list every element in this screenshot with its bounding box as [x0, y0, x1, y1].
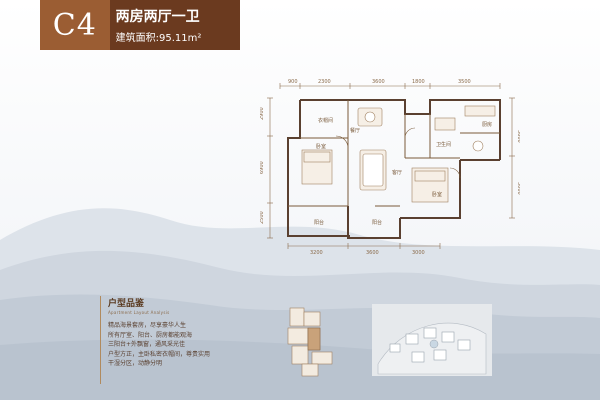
unit-info-block: 两房两厅一卫 建筑面积:95.11m²: [109, 0, 240, 50]
dim-top-3: 3600: [372, 79, 385, 85]
room-bath: 卫生间: [436, 141, 451, 148]
dim-left-3: 2500: [260, 211, 265, 224]
room-living: 客厅: [392, 169, 402, 176]
unit-badge: C4 两房两厅一卫 建筑面积:95.11m²: [40, 0, 240, 50]
dim-top-5: 3500: [458, 79, 471, 85]
room-cloakroom: 衣帽间: [318, 117, 333, 124]
dim-right-1: 3600: [516, 130, 520, 143]
unit-code: C4: [52, 7, 97, 43]
room-dining: 餐厅: [350, 127, 360, 134]
room-bedroom-left: 卧室: [316, 143, 326, 150]
dim-top-1: 900: [288, 79, 298, 85]
analysis-subtitle: Apartment Layout Analysis: [108, 310, 170, 315]
dim-right-2: 3000: [516, 182, 520, 195]
room-balcony-left: 阳台: [314, 219, 324, 226]
floor-plan: 900 2300 3600 1800 3500 3200 3600 3000 2…: [260, 79, 520, 256]
dim-bottom-3: 3000: [412, 250, 425, 256]
dim-top-2: 2300: [318, 79, 331, 85]
dim-left-1: 2900: [260, 107, 265, 120]
analysis-description: 精品海景套房，尽享豪华人生 所有厅室、阳台、厨房都能观海 三阳台+外飘窗，通风采…: [108, 322, 211, 367]
dim-top-4: 1800: [412, 79, 425, 85]
layout-analysis: 户型品鉴 Apartment Layout Analysis 精品海景套房，尽享…: [108, 296, 260, 369]
room-kitchen: 厨房: [482, 121, 492, 128]
unit-layout: 两房两厅一卫: [115, 9, 200, 25]
dim-bottom-1: 3200: [310, 250, 323, 256]
info-divider: [100, 296, 101, 384]
room-bedroom-right: 卧室: [432, 191, 442, 198]
room-balcony-mid: 阳台: [372, 219, 382, 226]
dim-left-2: 6900: [260, 161, 265, 174]
key-plan-thumbnail: [287, 307, 333, 377]
unit-area: 建筑面积:95.11m²: [115, 33, 202, 44]
dim-bottom-2: 3600: [366, 250, 379, 256]
analysis-title: 户型品鉴: [108, 299, 145, 309]
site-plan-thumbnail: [372, 304, 492, 376]
unit-code-block: C4: [40, 0, 110, 50]
